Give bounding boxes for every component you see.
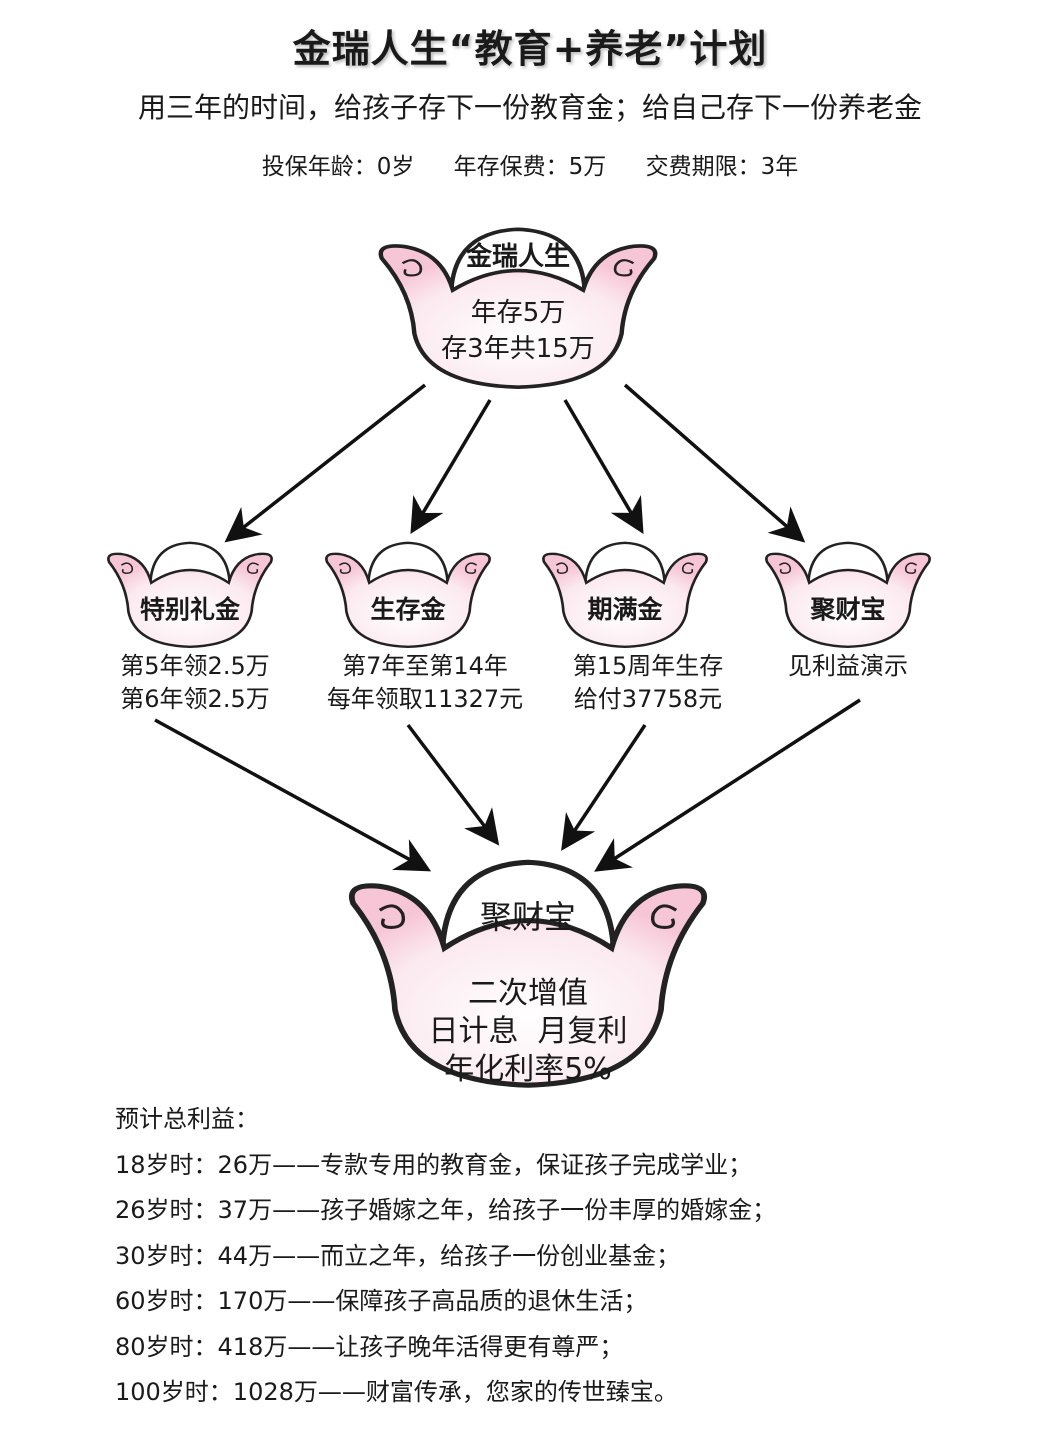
arrow — [406, 723, 500, 846]
ingot-jucaibao-main: 聚财宝 二次增值 日计息 月复利 年化利率5% — [338, 852, 718, 1092]
ingot-shape — [542, 541, 708, 649]
insured-age: 投保年龄：0岁 — [261, 154, 415, 180]
page-title: 金瑞人生“教育+养老”计划 — [292, 27, 768, 71]
arrow — [594, 698, 861, 872]
annual-premium: 年存保费：5万 — [453, 154, 607, 180]
benefit-row: 80岁时：418万——让孩子晚年活得更有尊严； — [115, 1332, 624, 1361]
arrow — [623, 383, 806, 543]
ingot-shape — [765, 541, 931, 649]
benefit-row: 30岁时：44万——而立之年，给孩子一份创业基金； — [115, 1241, 681, 1270]
ingot-shape — [349, 859, 707, 1088]
branch-description: 见利益演示 — [788, 652, 908, 680]
benefit-row: 60岁时：170万——保障孩子高品质的退休生活； — [115, 1287, 648, 1315]
arrow — [410, 399, 492, 535]
ingot-jucaibao: 聚财宝 — [760, 538, 936, 650]
ingot-shape — [325, 541, 491, 649]
ingot-special-gift: 特别礼金 — [102, 538, 278, 650]
arrow — [154, 718, 432, 872]
ingot-shape — [107, 541, 273, 649]
benefit-row: 100岁时：1028万——财富传承，您家的传世臻宝。 — [115, 1378, 678, 1406]
benefit-row: 26岁时：37万——孩子婚嫁之年，给孩子一份丰厚的婚嫁金； — [115, 1196, 777, 1224]
arrow — [561, 724, 647, 851]
ingot-shape — [378, 227, 658, 389]
branch-description: 第5年领2.5万第6年领2.5万 — [120, 652, 270, 713]
subtitle: 用三年的时间，给孩子存下一份教育金；给自己存下一份养老金 — [137, 91, 922, 124]
plan-parameters: 投保年龄：0岁 年存保费：5万 交费期限：3年 — [0, 147, 1060, 181]
branch-description: 第15周年生存给付37758元 — [572, 652, 724, 713]
ingot-jinrui: 金瑞人生 年存5万 存3年共15万 — [370, 222, 666, 392]
projected-benefits: 预计总利益： 18岁时：26万——专款专用的教育金，保证孩子完成学业； 26岁时… — [115, 1097, 776, 1416]
arrow — [563, 399, 644, 535]
arrow — [224, 383, 427, 543]
benefit-row: 18岁时：26万——专款专用的教育金，保证孩子完成学业； — [115, 1150, 753, 1179]
ingot-maturity-benefit: 期满金 — [537, 538, 713, 650]
summary-label: 预计总利益： — [115, 1105, 259, 1133]
payment-term: 交费期限：3年 — [645, 154, 799, 180]
ingot-survival-benefit: 生存金 — [320, 538, 496, 650]
branch-description: 第7年至第14年每年领取11327元 — [326, 652, 524, 713]
